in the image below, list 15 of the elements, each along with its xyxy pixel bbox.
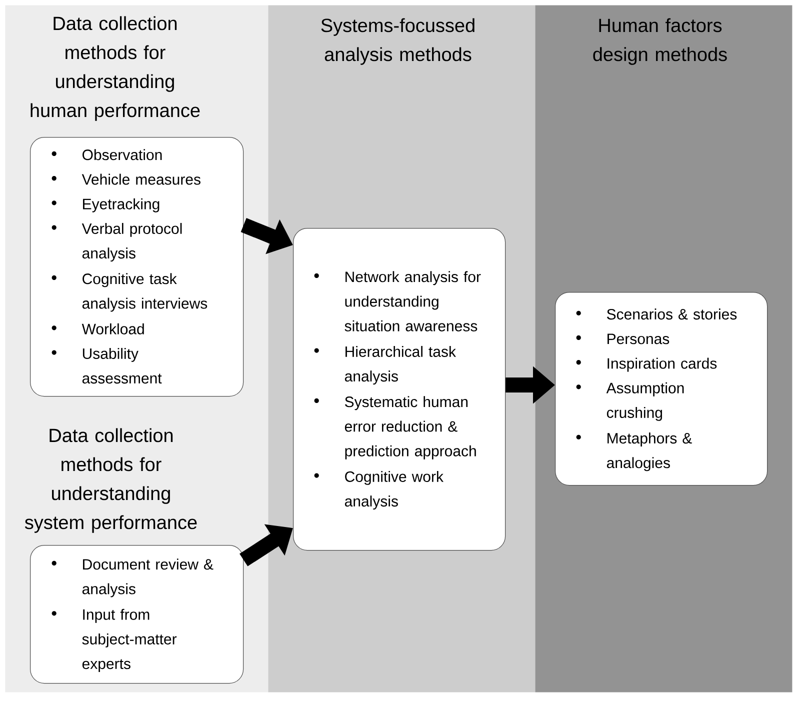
node-label: Usability assessment bbox=[82, 348, 162, 384]
node-label: Verbal protocol analysis bbox=[82, 222, 182, 262]
list-box: Document review & analysis Input from subject-matter experts bbox=[30, 545, 244, 684]
list-box: Scenarios & stories Personas Inspiration cards Assumption crushing Metaphors & analogies bbox=[555, 292, 768, 486]
box-heading: Data collection methods for understanding system performance bbox=[24, 428, 197, 533]
node-label: Vehicle measures bbox=[82, 174, 200, 185]
node-label: Workload bbox=[82, 323, 144, 334]
list-box: Network analysis for understanding situation awareness Hierarchical task analysis Systematic human error reduction & prediction approach Cognitive work analysis bbox=[293, 228, 506, 551]
node-label: Cognitive task analysis interviews bbox=[82, 273, 208, 312]
node-label: Eyetracking bbox=[83, 198, 160, 212]
list-box: Observation Vehicle measures Eyetracking Verbal protocol analysis Cognitive task analysis interviews Workload Usability assessment bbox=[30, 137, 244, 397]
column-heading: Human factors design methods bbox=[593, 18, 727, 65]
column-heading: Systems-focussed analysis methods bbox=[321, 18, 474, 65]
node-label: Observation bbox=[82, 149, 162, 160]
box-heading: Data collection methods for understanding human performance bbox=[30, 16, 200, 121]
